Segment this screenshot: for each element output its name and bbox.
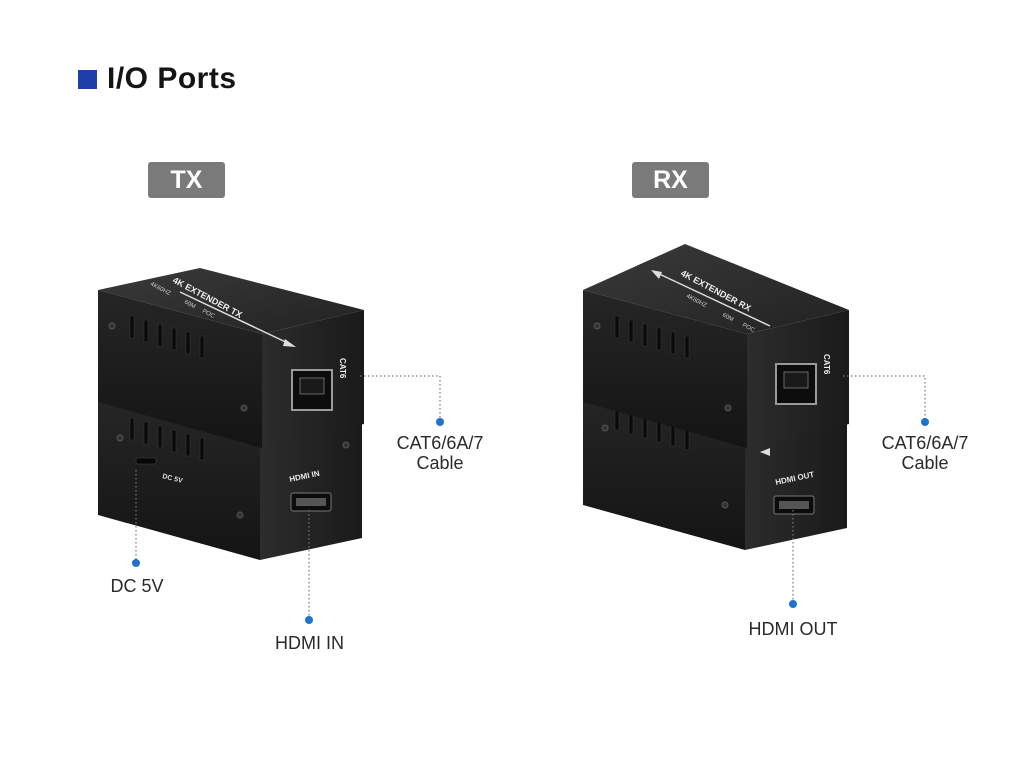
rx-rj45-label: CAT6 bbox=[822, 354, 831, 375]
tx-device: DC 5V HDMI IN 4K EXTENDER TX bbox=[98, 268, 364, 560]
tx-power-dot bbox=[132, 559, 140, 567]
tx-power-callout: DC 5V bbox=[110, 576, 164, 596]
section-title: I/O Ports bbox=[78, 62, 237, 96]
tx-spec-label: POC bbox=[201, 308, 216, 320]
tx-cable-callout-line2: Cable bbox=[416, 453, 464, 473]
tx-cable-dot bbox=[436, 418, 444, 426]
rx-tag: RX bbox=[632, 162, 709, 198]
tx-cable-callout-line1: CAT6/6A/7 bbox=[396, 433, 484, 453]
rx-cable-callout-line1: CAT6/6A/7 bbox=[881, 433, 969, 453]
rx-spec-label: POC bbox=[741, 322, 756, 334]
rx-top-box: 4K EXTENDER RX 4K60HZ 60M POC CAT6 bbox=[583, 244, 849, 456]
rx-cable-callout-line2: Cable bbox=[901, 453, 949, 473]
rx-device: HDMI OUT 4K EXTENDER RX 4K60HZ 60M POC bbox=[583, 244, 849, 550]
rx-cable-callout: CAT6/6A/7 Cable bbox=[865, 433, 985, 473]
tx-spec-label: 60M bbox=[183, 299, 196, 310]
title-bullet-square bbox=[78, 69, 97, 89]
callout-lines bbox=[135, 375, 926, 617]
page-title: I/O Ports bbox=[107, 62, 237, 95]
tx-hdmi-callout: HDMI IN bbox=[275, 633, 344, 653]
rx-hdmi-dot bbox=[789, 600, 797, 608]
rx-hdmi-callout: HDMI OUT bbox=[748, 619, 838, 639]
tx-cable-callout: CAT6/6A/7 Cable bbox=[380, 433, 500, 473]
tx-hdmi-dot bbox=[305, 616, 313, 624]
tx-dc-port-label: DC 5V bbox=[162, 473, 184, 485]
rx-spec-label: 60M bbox=[721, 312, 734, 323]
tx-rj45-label: CAT6 bbox=[338, 358, 347, 379]
rx-cable-dot bbox=[921, 418, 929, 426]
tx-top-box: 4K EXTENDER TX 4K60HZ 60M POC CAT6 bbox=[98, 268, 364, 448]
tx-tag: TX bbox=[148, 162, 225, 198]
callout-dots bbox=[132, 418, 929, 624]
